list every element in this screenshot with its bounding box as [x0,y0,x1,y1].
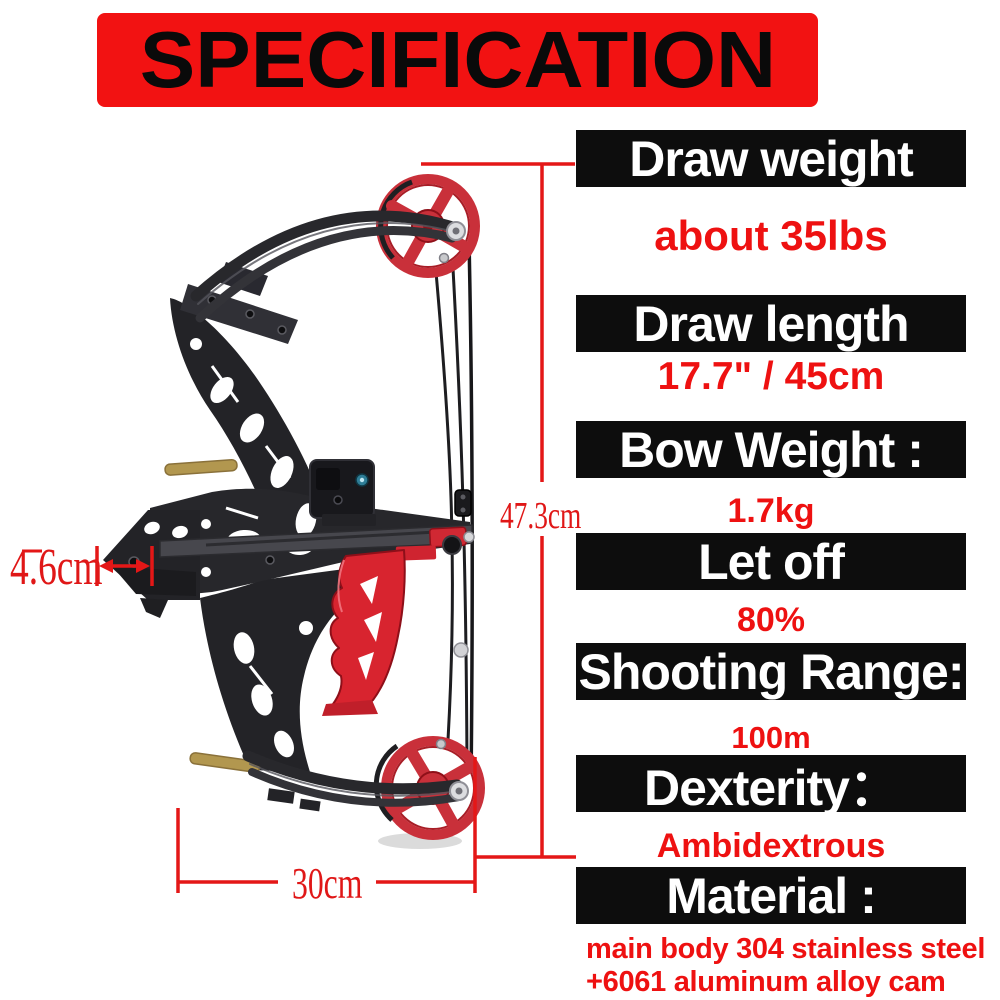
spec-label-text: Shooting Range: [578,643,965,700]
spec-value-material: main body 304 stainless steel +6061 alum… [576,933,991,999]
sight-block [309,459,376,526]
spec-label-text: Let off [698,533,845,590]
material-line-2: +6061 aluminum alloy cam [586,966,946,998]
spec-label-material: Material : [576,867,966,924]
page-title: SPECIFICATION [139,15,776,104]
cable-roller [454,489,472,517]
spec-label-text: Draw weight [629,130,913,187]
title-banner: SPECIFICATION [97,13,818,107]
brass-rod-top [164,459,238,476]
spec-label-let-off: Let off [576,533,966,590]
spec-value-draw-length: 17.7" / 45cm [657,355,885,398]
spec-value-shooting-range: 100m [731,720,811,755]
spec-label-draw-length: Draw length [576,295,966,352]
lower-limb [242,750,463,807]
spec-label-dexterity: Dexterity： [576,755,966,816]
bowstring-cables [434,195,474,787]
upper-limb [190,210,462,323]
spec-label-bow-weight: Bow Weight : [576,421,966,478]
spec-value-let-off: 80% [736,601,806,639]
arrow-rail [159,524,475,558]
spec-value-draw-weight: about 35lbs [654,212,888,259]
cable-bead [453,642,469,658]
spec-label-draw-weight: Draw weight [576,130,966,187]
dimension-lines [22,162,576,893]
spec-label-shooting-range: Shooting Range: [576,643,966,700]
dim-label-length: 30cm [292,859,363,908]
grip [322,545,437,716]
spec-label-text: Bow Weight : [619,421,924,478]
material-line-1: main body 304 stainless steel [586,933,986,965]
dim-46-arrowhead-right [136,559,150,573]
dim-46-arrowhead-left [99,559,113,573]
spec-label-text: Dexterity： [644,759,899,816]
dim-label-height: 47.3cm [500,495,582,537]
spec-label-text: Material : [666,867,877,924]
spec-value-bow-weight: 1.7kg [727,492,815,530]
spec-value-dexterity: Ambidextrous [656,827,886,865]
spec-label-text: Draw length [633,295,909,352]
cam-axles [446,221,469,801]
dim-label-riser-width: 4.6cm [10,539,103,596]
